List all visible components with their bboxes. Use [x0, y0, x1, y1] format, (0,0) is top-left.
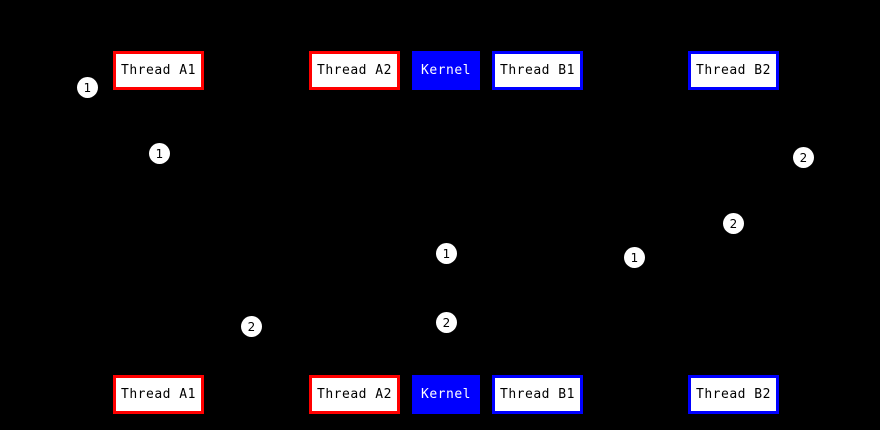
lifeline-thread-a2 — [354, 90, 356, 375]
arrowhead-icon-3 — [437, 262, 446, 272]
arrowhead-icon-6 — [355, 331, 364, 341]
participant-box-kernel-footer[interactable]: Kernel — [412, 375, 480, 414]
message-arrow-5 — [538, 236, 734, 238]
participant-box-thread-a2-footer[interactable]: Thread A2 — [309, 375, 400, 414]
participant-label: Kernel — [421, 63, 471, 78]
message-arrow-7 — [159, 339, 251, 341]
participant-label: Thread B2 — [696, 387, 771, 402]
arrowhead-icon-2 — [346, 162, 355, 172]
message-arrow-1 — [36, 100, 159, 102]
participant-box-thread-a1-footer[interactable]: Thread A1 — [113, 375, 204, 414]
participant-label: Kernel — [421, 387, 471, 402]
sequence-badge: 1 — [149, 143, 170, 164]
participant-label: Thread B2 — [696, 63, 771, 78]
participant-label: Thread A1 — [121, 63, 196, 78]
sequence-badge: 2 — [241, 316, 262, 337]
sequence-badge: 1 — [624, 247, 645, 268]
participant-box-thread-a1-header[interactable]: Thread A1 — [113, 51, 204, 90]
participant-box-thread-b1-footer[interactable]: Thread B1 — [492, 375, 583, 414]
arrowhead-icon-5 — [538, 232, 547, 242]
sequence-badge: 1 — [77, 77, 98, 98]
participant-box-thread-b1-header[interactable]: Thread B1 — [492, 51, 583, 90]
arrowhead-icon-1 — [150, 96, 159, 106]
participant-box-thread-a2-header[interactable]: Thread A2 — [309, 51, 400, 90]
participant-label: Thread B1 — [500, 387, 575, 402]
arrowhead-icon-4 — [725, 166, 734, 176]
message-arrow-6 — [355, 335, 446, 337]
participant-label: Thread A2 — [317, 387, 392, 402]
sequence-badge: 2 — [793, 147, 814, 168]
participant-box-kernel-header[interactable]: Kernel — [412, 51, 480, 90]
lifeline-kernel — [445, 90, 447, 375]
participant-label: Thread A1 — [121, 387, 196, 402]
sequence-badge: 2 — [723, 213, 744, 234]
message-arrow-3 — [355, 266, 446, 268]
participant-box-thread-b2-header[interactable]: Thread B2 — [688, 51, 779, 90]
participant-label: Thread B1 — [500, 63, 575, 78]
participant-label: Thread A2 — [317, 63, 392, 78]
sequence-badge: 2 — [436, 312, 457, 333]
sequence-badge: 1 — [436, 243, 457, 264]
arrowhead-icon-7 — [159, 335, 168, 345]
message-arrow-2 — [159, 166, 355, 168]
lifeline-thread-a1 — [158, 90, 160, 375]
message-arrow-4 — [538, 170, 734, 172]
participant-box-thread-b2-footer[interactable]: Thread B2 — [688, 375, 779, 414]
